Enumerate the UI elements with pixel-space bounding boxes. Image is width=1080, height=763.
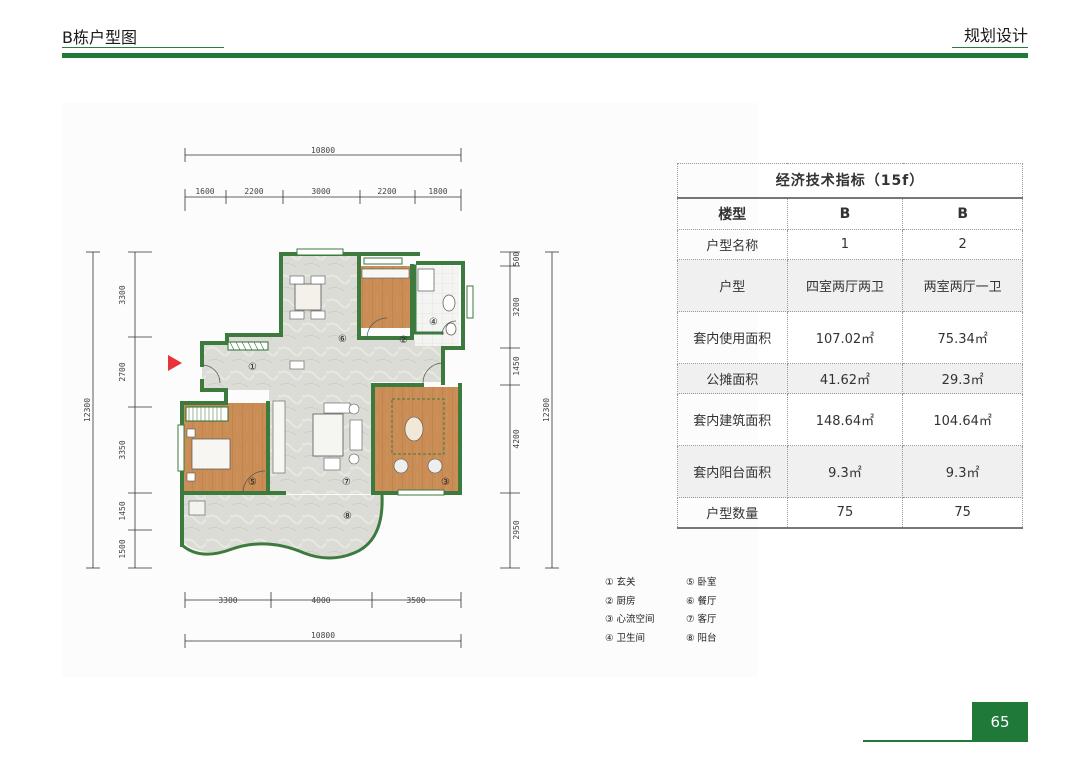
- dim-left-total: 12300: [83, 398, 92, 422]
- dim-bottom-total: 10800: [311, 631, 335, 640]
- table-caption: 经济技术指标（15f）: [677, 163, 1023, 199]
- legend-item: ⑤ 卧室: [686, 577, 717, 588]
- room-mark-8: ⑧: [343, 511, 352, 522]
- page-section-title: B栋户型图: [62, 28, 137, 47]
- dim-top-3: 3000: [311, 187, 330, 196]
- economic-indicators-table: 经济技术指标（15f） 楼型 B B 户型名称 1 2 户型 四室两厅两卫 两室…: [677, 163, 1023, 529]
- chapter-underline: [952, 47, 1028, 48]
- title-underline: [62, 47, 224, 48]
- table-cell: 9.3㎡: [786, 445, 904, 498]
- page-number-rule: [863, 740, 972, 742]
- floor-areas: [184, 254, 459, 559]
- dim-bottom-1: 3300: [218, 596, 237, 605]
- room-mark-5: ⑤: [248, 477, 257, 488]
- table-cell: 户型名称: [677, 229, 788, 260]
- dim-right-3: 1450: [512, 356, 521, 375]
- table-cell: 75: [786, 497, 904, 529]
- dim-right-4: 4200: [512, 429, 521, 448]
- dim-top-5: 1800: [428, 187, 447, 196]
- dim-left-5: 1500: [118, 539, 127, 558]
- table-cell: 29.3㎡: [902, 363, 1023, 394]
- table-cell: 9.3㎡: [902, 445, 1023, 498]
- legend-item: ② 厨房: [605, 595, 636, 607]
- dim-right-total: 12300: [542, 398, 551, 422]
- table-cell: 2: [902, 229, 1023, 260]
- dim-top-1: 1600: [195, 187, 214, 196]
- table-row: 公摊面积 41.62㎡ 29.3㎡: [677, 363, 1023, 394]
- dim-top-2: 2200: [244, 187, 263, 196]
- table-header-building-type: 楼型: [677, 197, 788, 230]
- dim-bottom-3: 3500: [406, 596, 425, 605]
- table-cell: 公摊面积: [677, 363, 788, 394]
- legend-item: ③ 心流空间: [605, 614, 655, 625]
- dim-left-3: 3350: [118, 440, 127, 459]
- table-cell: 75.34㎡: [902, 311, 1023, 364]
- room-mark-6: ⑥: [338, 334, 347, 345]
- table-cell: 四室两厅两卫: [786, 259, 904, 312]
- table-cell: 41.62㎡: [786, 363, 904, 394]
- dim-left-4: 1450: [118, 501, 127, 520]
- table-cell: 套内阳台面积: [677, 445, 788, 498]
- table-cell: 148.64㎡: [786, 393, 904, 446]
- table-cell: 户型数量: [677, 497, 788, 529]
- table-cell: 户型: [677, 259, 788, 312]
- floor-plan-drawing: 10800 1600 2200 3000 2200 1800 3300 4000…: [83, 146, 559, 648]
- legend-item: ⑦ 客厅: [686, 614, 717, 625]
- room-mark-2: ②: [399, 335, 408, 346]
- dim-right-2: 3200: [512, 297, 521, 316]
- table-cell: 75: [902, 497, 1023, 529]
- walls: [179, 252, 465, 560]
- table-cell: 1: [786, 229, 904, 260]
- legend-item: ⑧ 阳台: [686, 632, 717, 644]
- page-number: 65: [972, 702, 1028, 742]
- room-mark-1: ①: [248, 362, 257, 373]
- table-row: 套内阳台面积 9.3㎡ 9.3㎡: [677, 445, 1023, 498]
- dim-left-1: 3300: [118, 285, 127, 304]
- furniture: [185, 268, 457, 516]
- legend-item: ⑥ 餐厅: [686, 595, 717, 607]
- table-row: 户型名称 1 2: [677, 229, 1023, 260]
- table-row: 户型数量 75 75: [677, 497, 1023, 529]
- table-cell: 套内使用面积: [677, 311, 788, 364]
- table-header-col-1: B: [786, 197, 904, 230]
- entry-arrow-icon: [168, 355, 182, 371]
- dim-right-5: 2950: [512, 520, 521, 539]
- dim-top-total: 10800: [311, 146, 335, 155]
- room-mark-7: ⑦: [342, 477, 351, 488]
- dim-left-2: 2700: [118, 362, 127, 381]
- table-row: 套内建筑面积 148.64㎡ 104.64㎡: [677, 393, 1023, 446]
- table-cell: 套内建筑面积: [677, 393, 788, 446]
- table-row: 户型 四室两厅两卫 两室两厅一卫: [677, 259, 1023, 312]
- table-row: 套内使用面积 107.02㎡ 75.34㎡: [677, 311, 1023, 364]
- dim-top-4: 2200: [377, 187, 396, 196]
- room-mark-4: ④: [429, 317, 438, 328]
- table-header-col-2: B: [902, 197, 1023, 230]
- table-cell: 104.64㎡: [902, 393, 1023, 446]
- floor-plan: 10800 1600 2200 3000 2200 1800 3300 4000…: [62, 103, 758, 677]
- room-mark-3: ③: [441, 477, 450, 488]
- table-cell: 两室两厅一卫: [902, 259, 1023, 312]
- legend-item: ④ 卫生间: [605, 632, 646, 644]
- legend-item: ① 玄关: [605, 577, 636, 588]
- dim-bottom-2: 4000: [311, 596, 330, 605]
- header-rule: [62, 53, 1028, 58]
- dim-right-1: 500: [512, 252, 521, 267]
- chapter-title: 规划设计: [963, 26, 1028, 45]
- table-cell: 107.02㎡: [786, 311, 904, 364]
